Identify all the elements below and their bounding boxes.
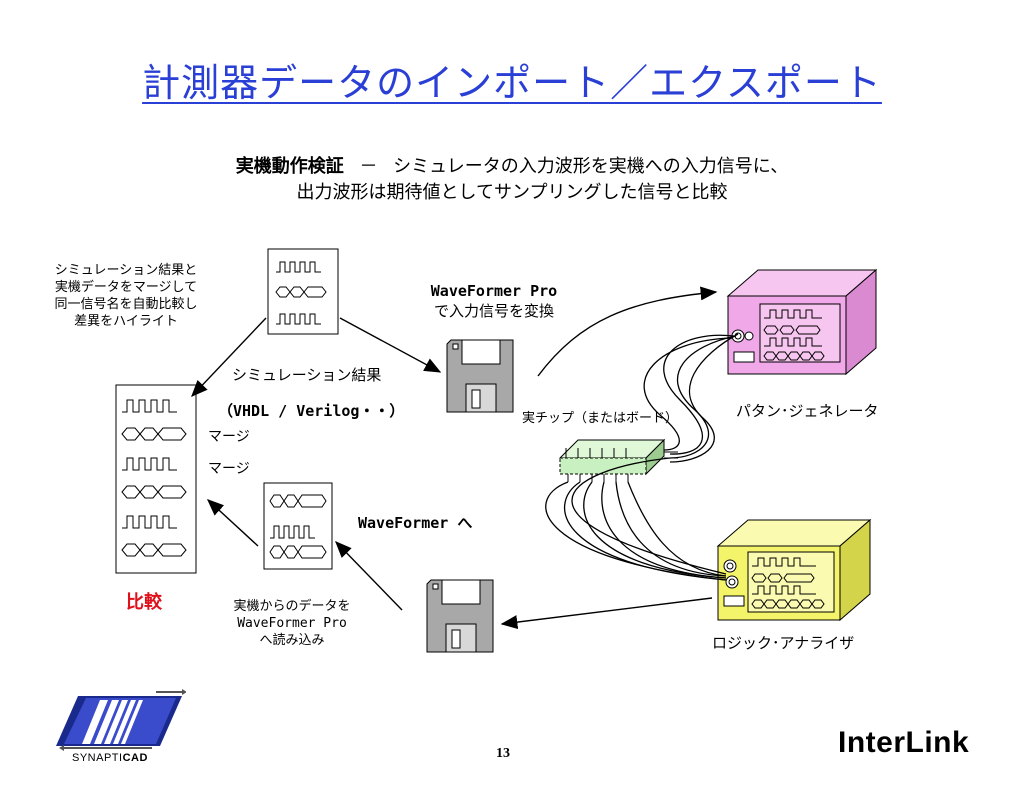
convert-signal-text: で入力信号を変換 [433, 302, 554, 320]
subtitle-line-1: 実機動作検証 － シミュレータの入力波形を実機への入力信号に、 [0, 152, 1024, 178]
merge-label-2: マージ [208, 461, 250, 477]
synapticad-logo-mark [56, 689, 187, 751]
compare-label: 比較 [126, 592, 162, 613]
logic-analyzer-label: ロジック･アナライザ [712, 634, 855, 652]
sim-waveform-card [267, 248, 339, 335]
brand-a: SYNAPTI [72, 752, 123, 764]
waveformer-convert-label: WaveFormer Pro で入力信号を変換 [396, 282, 592, 321]
slide-title: 計測器データのインポート／エクスポート [142, 61, 882, 105]
merge-compare-note: シミュレーション結果と 実機データをマージして 同一信号名を自動比較し 差異をハ… [30, 262, 222, 330]
page-number: 13 [496, 746, 510, 761]
subtitle-bold: 実機動作検証 [235, 156, 344, 177]
synapticad-wordmark: SYNAPTICAD [72, 752, 148, 764]
logic-analyzer-cables [545, 457, 727, 581]
chip-board-device [558, 438, 678, 482]
logic-analyzer-device [716, 518, 872, 622]
interlink-logo: InterLink [838, 726, 970, 759]
pattern-generator-label: パタン･ジェネレータ [736, 402, 879, 420]
sim-language-label: （VHDL / Verilog・・） [218, 402, 405, 420]
subtitle-dash: － [359, 156, 378, 177]
flow-arrows [191, 286, 718, 630]
merge-note-line: シミュレーション結果と [54, 263, 198, 278]
floppy-disk-icon-2 [426, 579, 494, 653]
synapticad-logo: SYNAPTICAD [56, 688, 187, 768]
chip-label: 実チップ（またはボード） [522, 411, 679, 426]
load-note-line: 実機からのデータを [233, 599, 351, 614]
captured-waveform-card [263, 482, 333, 570]
load-data-note: 実機からのデータを WaveFormer Pro へ読み込み [212, 598, 372, 649]
merge-label-1: マージ [208, 429, 250, 445]
waveformer-pro-name: WaveFormer Pro [430, 282, 558, 300]
floppy-disk-icon [446, 339, 514, 413]
merge-note-line: 同一信号名を自動比較し [54, 297, 198, 312]
brand-b: CAD [122, 752, 148, 764]
pattern-generator-device [726, 268, 878, 376]
pattern-generator-cables [643, 333, 739, 463]
load-note-line: へ読み込み [259, 633, 325, 648]
sim-result-label: シミュレーション結果 [232, 366, 382, 384]
subtitle-line-2: 出力波形は期待値としてサンプリングした信号と比較 [296, 182, 728, 203]
load-note-line: WaveFormer Pro [237, 616, 347, 631]
merged-waveform-card [115, 384, 197, 574]
to-waveformer-label: WaveFormer へ [358, 514, 473, 532]
merge-note-line: 実機データをマージして [54, 280, 198, 295]
merge-note-line: 差異をハイライト [74, 314, 178, 329]
subtitle-text-1: シミュレータの入力波形を実機への入力信号に、 [393, 156, 789, 177]
